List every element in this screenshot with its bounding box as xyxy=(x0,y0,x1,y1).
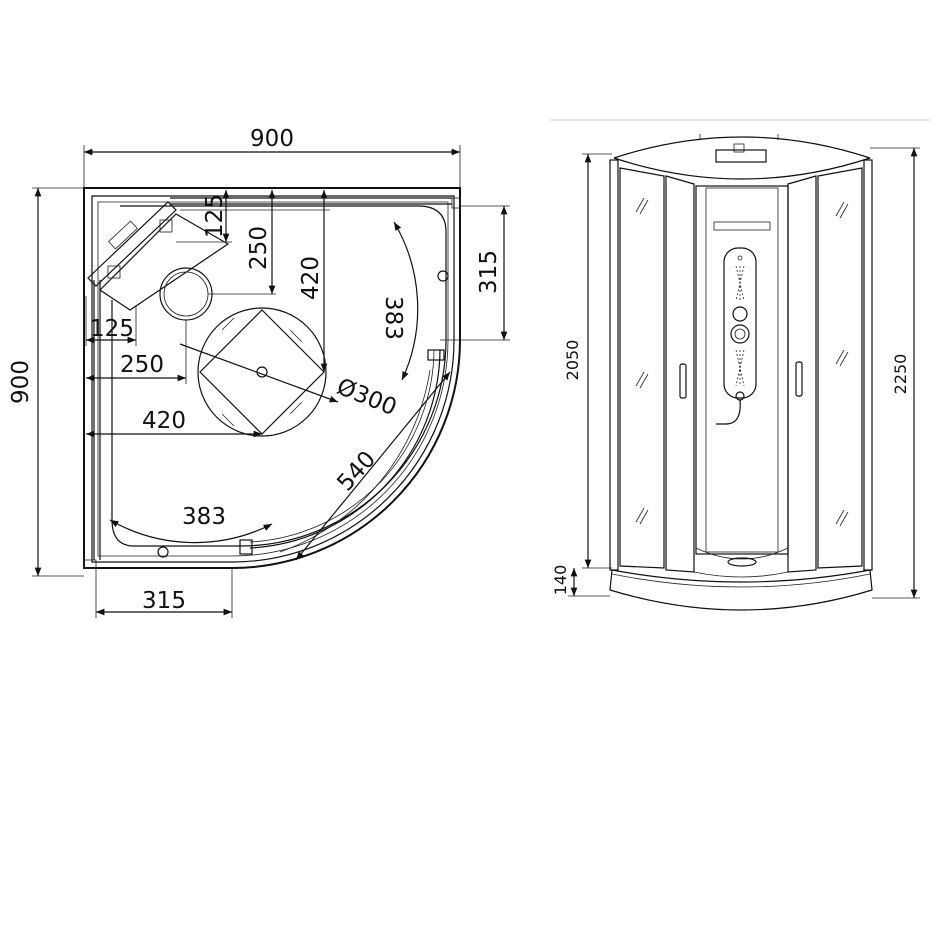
cabin-roof xyxy=(613,136,871,159)
plan-view: 900 900 125 250 420 315 383 125 250 420 xyxy=(8,126,510,618)
drain-assembly xyxy=(197,307,327,437)
dim-315-bottom: 315 xyxy=(142,588,186,614)
shower-column xyxy=(716,247,757,425)
right-glass-panel xyxy=(817,167,863,569)
dim-140-height: 140 xyxy=(551,565,570,596)
dim-315-right: 315 xyxy=(476,250,502,294)
dim-900-width: 900 xyxy=(250,126,294,152)
dim-420-top: 420 xyxy=(298,256,324,300)
back-wall xyxy=(695,185,789,555)
front-view: 2050 2250 140 xyxy=(550,119,930,611)
base-tray xyxy=(609,569,873,611)
dim-383-right: 383 xyxy=(380,296,406,340)
dim-2050-height: 2050 xyxy=(563,340,582,381)
right-door-handle[interactable] xyxy=(795,361,803,397)
round-fixture xyxy=(159,267,213,321)
corner-seat xyxy=(87,201,230,311)
dim-250-top: 250 xyxy=(246,226,272,270)
dim-383-bottom: 383 xyxy=(182,504,226,530)
dim-900-depth: 900 xyxy=(8,360,34,404)
dim-125-left: 125 xyxy=(90,316,134,342)
left-door-handle[interactable] xyxy=(679,363,687,399)
dim-420-left: 420 xyxy=(142,408,186,434)
dim-125-top: 125 xyxy=(202,194,228,238)
left-glass-panel xyxy=(619,167,665,569)
dim-2250-height: 2250 xyxy=(891,354,910,395)
dim-300-diameter: Ø300 xyxy=(333,374,400,421)
dim-250-left: 250 xyxy=(120,352,164,378)
